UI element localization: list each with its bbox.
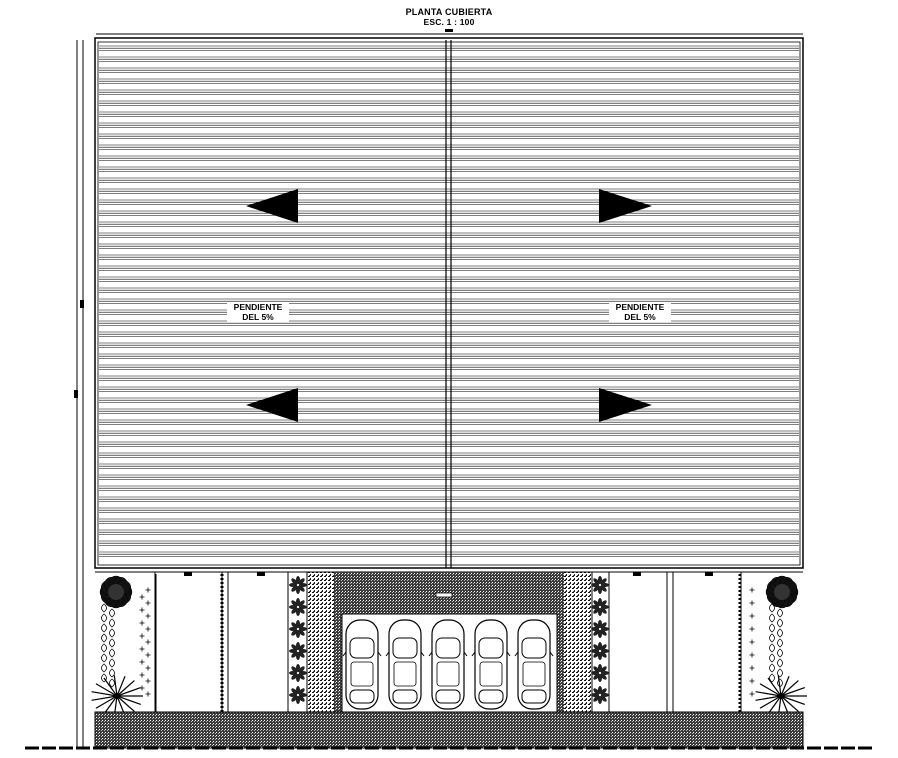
drawing-title: PLANTA CUBIERTA [405, 7, 493, 17]
slope-label-left-line2: DEL 5% [242, 312, 274, 322]
shrub-icon [765, 575, 799, 609]
fern-icon [289, 686, 307, 704]
groundcover-marks [139, 594, 145, 691]
groundcover-marks [749, 587, 755, 697]
title-tick [445, 29, 453, 32]
car-icon [342, 619, 382, 710]
roof-outline [94, 37, 804, 569]
slope-label-left-line1: PENDIENTE [233, 302, 283, 312]
palm-icon [755, 675, 807, 717]
fern-icon [591, 642, 609, 660]
slope-arrow-right-upper [599, 189, 652, 223]
car-icon [514, 619, 554, 710]
slope-arrow-left-lower [246, 388, 298, 422]
fern-icon [591, 576, 609, 594]
shrub-icon [99, 575, 133, 609]
slope-label-left: PENDIENTE DEL 5% [227, 302, 289, 322]
fern-icon [289, 620, 307, 638]
fern-icon [591, 664, 609, 682]
slope-arrow-left-upper [246, 189, 298, 223]
palm-icon [91, 675, 143, 717]
fern-icon [289, 642, 307, 660]
ground-floor-strip [95, 571, 803, 713]
bottom-paving-band [94, 711, 804, 749]
climbing-plant-icon [769, 603, 783, 688]
fern-icon [591, 686, 609, 704]
roof-ridge-line [445, 40, 452, 568]
left-dimension-lines [74, 40, 84, 748]
fern-icon [289, 598, 307, 616]
fern-icon [591, 598, 609, 616]
slope-label-right-line2: DEL 5% [624, 312, 656, 322]
car-icon [428, 619, 468, 710]
roof-corrugation-lines [99, 45, 799, 557]
car-icon [471, 619, 511, 710]
car-icon [385, 619, 425, 710]
groundcover-marks [145, 587, 151, 697]
fern-icon [289, 664, 307, 682]
parking-cars [342, 619, 554, 710]
fern-icon [289, 576, 307, 594]
landscape-plants [91, 575, 807, 717]
drawing-scale: ESC. 1 : 100 [423, 17, 475, 27]
climbing-plant-icon [101, 603, 115, 688]
fern-icon [591, 620, 609, 638]
slope-label-right-line1: PENDIENTE [615, 302, 665, 312]
slope-arrow-right-lower [599, 388, 652, 422]
slope-label-right: PENDIENTE DEL 5% [609, 302, 671, 322]
